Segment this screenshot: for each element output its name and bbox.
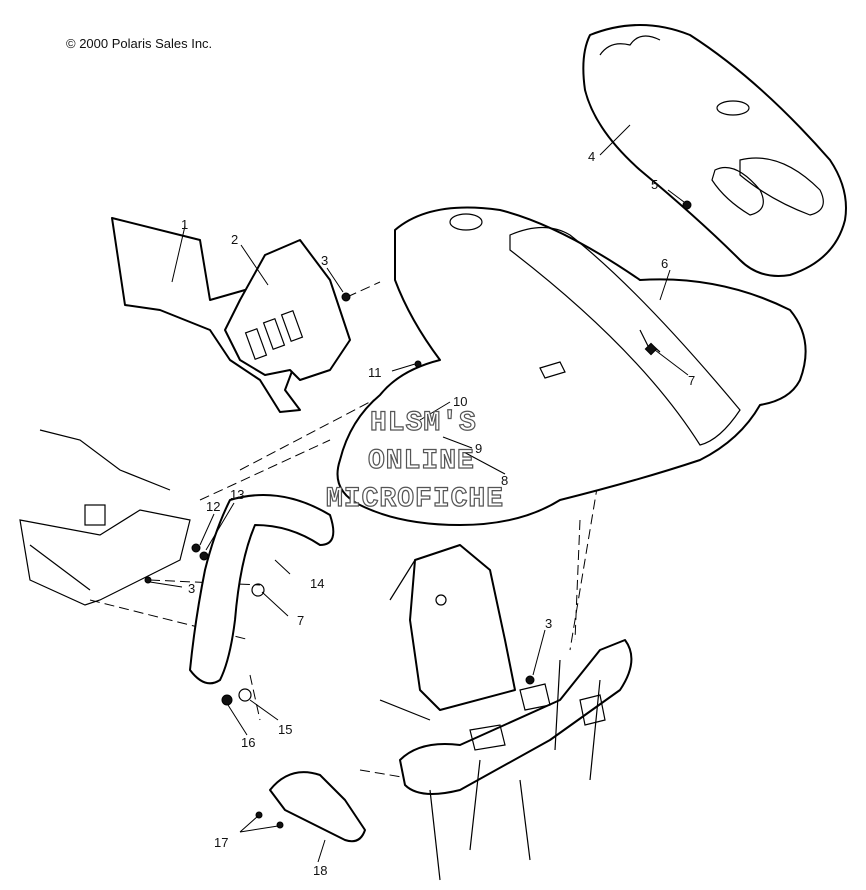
- callout-13: 13: [230, 487, 245, 502]
- callout-6: 6: [661, 256, 669, 271]
- callout-2: 2: [231, 232, 239, 247]
- watermark-line-2: ONLINE: [367, 446, 475, 477]
- callout-16: 16: [241, 735, 256, 750]
- leader-lines: [149, 124, 689, 863]
- callout-14: 14: [310, 576, 325, 591]
- footrest-area: [19, 429, 191, 606]
- callout-3-top: 3: [321, 253, 329, 268]
- callout-11: 11: [368, 365, 382, 380]
- callout-5: 5: [651, 177, 659, 192]
- callout-1: 1: [181, 217, 189, 232]
- part-18-skid-plate: [269, 771, 366, 843]
- part-4-rear-top-cover: [582, 24, 847, 277]
- callout-12: 12: [206, 499, 221, 514]
- callout-3-frame: 3: [545, 616, 553, 631]
- part-2-side-panel: [224, 239, 351, 381]
- callout-17: 17: [214, 835, 229, 850]
- callout-8: 8: [501, 473, 509, 488]
- copyright-notice: © 2000 Polaris Sales Inc.: [66, 36, 213, 51]
- callout-4: 4: [588, 149, 596, 164]
- part-14-fender-flare: [189, 494, 335, 685]
- callout-10: 10: [453, 394, 468, 409]
- callout-7-left: 7: [297, 613, 305, 628]
- callout-7-right: 7: [688, 373, 696, 388]
- callout-15: 15: [278, 722, 293, 737]
- watermark-line-1: HLSM'S: [369, 408, 477, 439]
- part-6-rear-fender: [336, 206, 807, 526]
- frame: [379, 544, 633, 881]
- callout-9: 9: [475, 441, 483, 456]
- fasteners: [144, 200, 692, 829]
- callout-18: 18: [313, 863, 328, 878]
- callout-3-left: 3: [188, 581, 196, 596]
- watermark-line-3: MICROFICHE: [325, 484, 505, 515]
